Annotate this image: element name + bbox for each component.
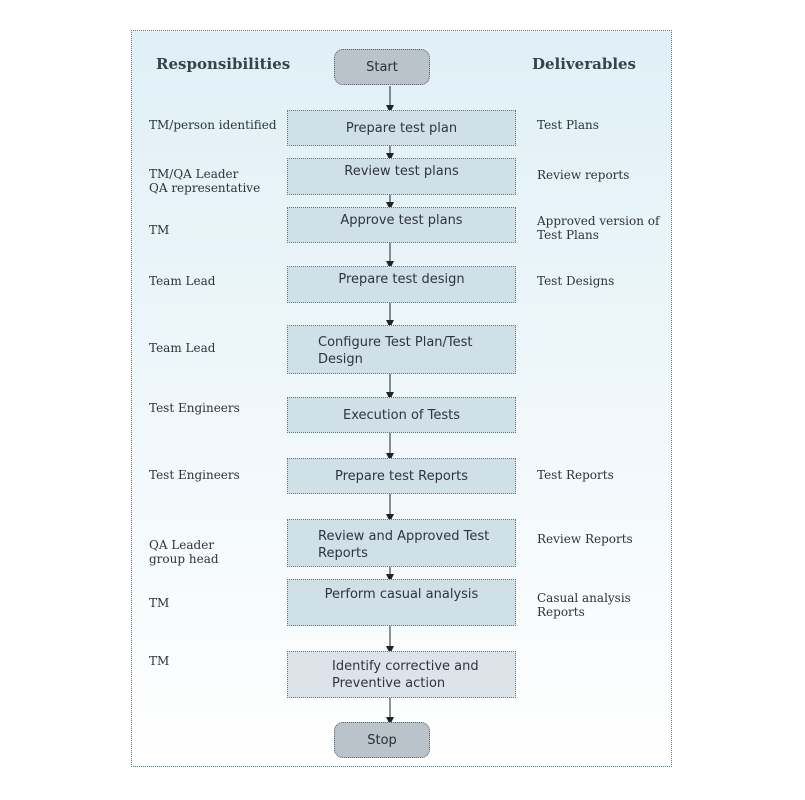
- step-review-approved-test-reports: Review and Approved Test Reports: [287, 519, 516, 567]
- start-node: Start: [334, 49, 430, 85]
- responsibility-label: TM: [149, 654, 170, 668]
- deliverable-label: Test Designs: [537, 274, 615, 288]
- responsibility-label: Team Lead: [149, 274, 216, 288]
- responsibilities-header: Responsibilities: [156, 55, 291, 73]
- step-approve-test-plans: Approve test plans: [287, 207, 516, 243]
- step-prepare-test-design: Prepare test design: [287, 266, 516, 303]
- deliverable-label: Casual analysis Reports: [537, 591, 631, 619]
- deliverables-header: Deliverables: [532, 55, 637, 73]
- deliverable-label: Review Reports: [537, 532, 633, 546]
- deliverable-label: Test Plans: [537, 118, 599, 132]
- responsibility-label: Test Engineers: [149, 468, 240, 482]
- responsibility-label: TM/QA Leader QA representative: [149, 167, 261, 195]
- responsibility-label: TM: [149, 596, 170, 610]
- deliverable-label: Approved version of Test Plans: [537, 214, 660, 242]
- deliverable-label: Review reports: [537, 168, 630, 182]
- step-review-test-plans: Review test plans: [287, 158, 516, 195]
- deliverable-label: Test Reports: [537, 468, 614, 482]
- step-prepare-test-reports: Prepare test Reports: [287, 458, 516, 494]
- step-configure-test-plan: Configure Test Plan/Test Design: [287, 325, 516, 374]
- responsibility-label: Team Lead: [149, 341, 216, 355]
- responsibility-label: TM/person identified: [149, 118, 277, 132]
- stop-node: Stop: [334, 722, 430, 758]
- step-prepare-test-plan: Prepare test plan: [287, 110, 516, 146]
- step-identify-corrective-action: Identify corrective and Preventive actio…: [287, 651, 516, 698]
- step-execution-of-tests: Execution of Tests: [287, 397, 516, 433]
- responsibility-label: QA Leader group head: [149, 538, 219, 566]
- step-perform-casual-analysis: Perform casual analysis: [287, 579, 516, 626]
- responsibility-label: TM: [149, 223, 170, 237]
- responsibility-label: Test Engineers: [149, 401, 240, 415]
